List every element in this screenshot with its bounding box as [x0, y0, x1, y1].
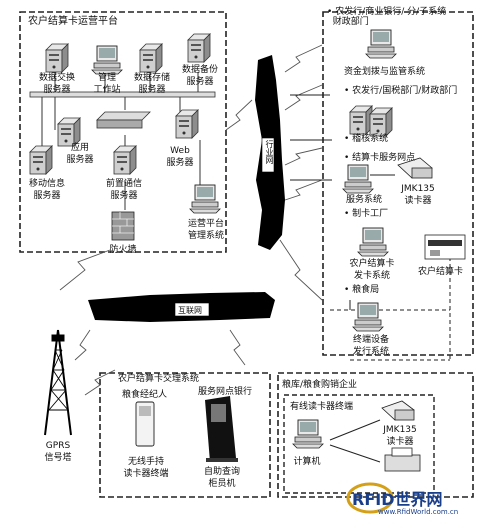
router-icon — [96, 111, 151, 129]
jmk-reader2-label: JMK135 读卡器 — [383, 425, 417, 447]
web-label: Web 服务器 — [166, 146, 194, 168]
enterprise-label: 粮库/粮食购销企业 — [282, 380, 358, 390]
service-system-label: 服务系统 — [346, 195, 383, 205]
internet-label: 互联网 — [178, 306, 202, 315]
service-pc-icon — [342, 164, 374, 194]
issuing-pc-icon — [357, 227, 389, 257]
front-comm-label: 前置通信 服务器 — [105, 179, 143, 201]
jmk-reader-icon — [397, 157, 433, 179]
audit-header-label: • 农发行/国税部门/财政部门 — [344, 86, 458, 96]
data-storage-label: 数据存储 服务器 — [133, 73, 171, 95]
trade-box — [99, 372, 271, 498]
terminal-pc-icon — [352, 302, 384, 332]
application-label: 应用 服务器 — [66, 143, 94, 165]
card-label: 农户结算卡 — [418, 267, 464, 277]
printer-icon — [384, 447, 421, 472]
bank-outlet-label: 服务网点银行 — [198, 387, 253, 397]
fund-pc-icon — [365, 29, 397, 59]
fund-system-label: 资金划拨与监管系统 — [344, 67, 426, 77]
service-header-label: • 结算卡服务网点 — [344, 153, 416, 163]
audit-label: • 稽核系统 — [344, 134, 389, 144]
computer-label: 计算机 — [293, 457, 321, 467]
right-header: • 农发行/商业银行/ 分/子系统 财政部门 — [327, 7, 447, 27]
data-exchange-server-icon — [45, 43, 69, 73]
right-box — [322, 11, 474, 356]
platform-box — [19, 11, 227, 253]
web-server-icon — [175, 109, 199, 139]
settlement-card-icon — [424, 234, 466, 260]
platform-bus — [29, 91, 216, 98]
mobile-info-server-icon — [29, 145, 53, 175]
intranet-cloud — [255, 55, 285, 250]
firewall-label: 防火墙 — [109, 245, 137, 255]
self-query-label: 自助查询 柜员机 — [203, 467, 241, 489]
wired-box — [283, 394, 435, 494]
front-comm-server-icon — [113, 145, 137, 175]
trade-system-label: 农户结算卡交理系统 — [118, 374, 200, 384]
intranet-label: 行业网 — [265, 140, 274, 164]
jmk-reader2-icon — [381, 400, 415, 421]
wired-terminal-label: 有线读卡器终端 — [290, 402, 354, 412]
issuing-label: 农户结算卡 发卡系统 — [349, 259, 395, 281]
rfid-world-logo — [346, 482, 394, 514]
platform-title: 农户结算卡运营平台 — [28, 16, 118, 27]
terminal-issue-label: 终端设备 发行系统 — [352, 335, 390, 357]
grain-bureau-label: • 粮食局 — [344, 285, 380, 295]
data-backup-server-icon — [187, 33, 211, 63]
card-factory-label: • 制卡工厂 — [344, 209, 389, 219]
grain-agent-label: 粮食经纪人 — [122, 390, 168, 400]
watermark-logo-text: RFID世界网 — [352, 490, 443, 509]
data-exchange-label: 数据交换 服务器 — [38, 73, 76, 95]
internet-cloud — [88, 292, 275, 322]
enterprise-box — [277, 372, 474, 498]
handheld-label: 无线手持 读卡器终端 — [123, 457, 169, 479]
watermark-url: www.RfidWorld.com.cn — [378, 508, 459, 516]
jmk-reader-label: JMK135 读卡器 — [401, 184, 435, 206]
audit-server2-icon — [369, 107, 393, 137]
handheld-reader-icon — [135, 401, 155, 447]
ops-mgmt-label: 运营平台 管理系统 — [187, 219, 225, 241]
data-backup-label: 数据备份 服务器 — [181, 65, 219, 87]
data-storage-server-icon — [139, 43, 163, 73]
kiosk-icon — [205, 396, 238, 462]
gprs-tower-icon — [44, 329, 72, 436]
firewall-icon — [111, 211, 135, 241]
mobile-info-label: 移动信息 服务器 — [28, 179, 66, 201]
ops-mgmt-pc-icon — [189, 184, 221, 214]
gprs-label: GPRS 信号塔 — [44, 441, 72, 463]
audit-server-icon — [349, 105, 373, 135]
computer-icon — [292, 419, 324, 449]
management-label: 管理 工作站 — [93, 73, 121, 95]
management-workstation-icon — [91, 45, 123, 75]
